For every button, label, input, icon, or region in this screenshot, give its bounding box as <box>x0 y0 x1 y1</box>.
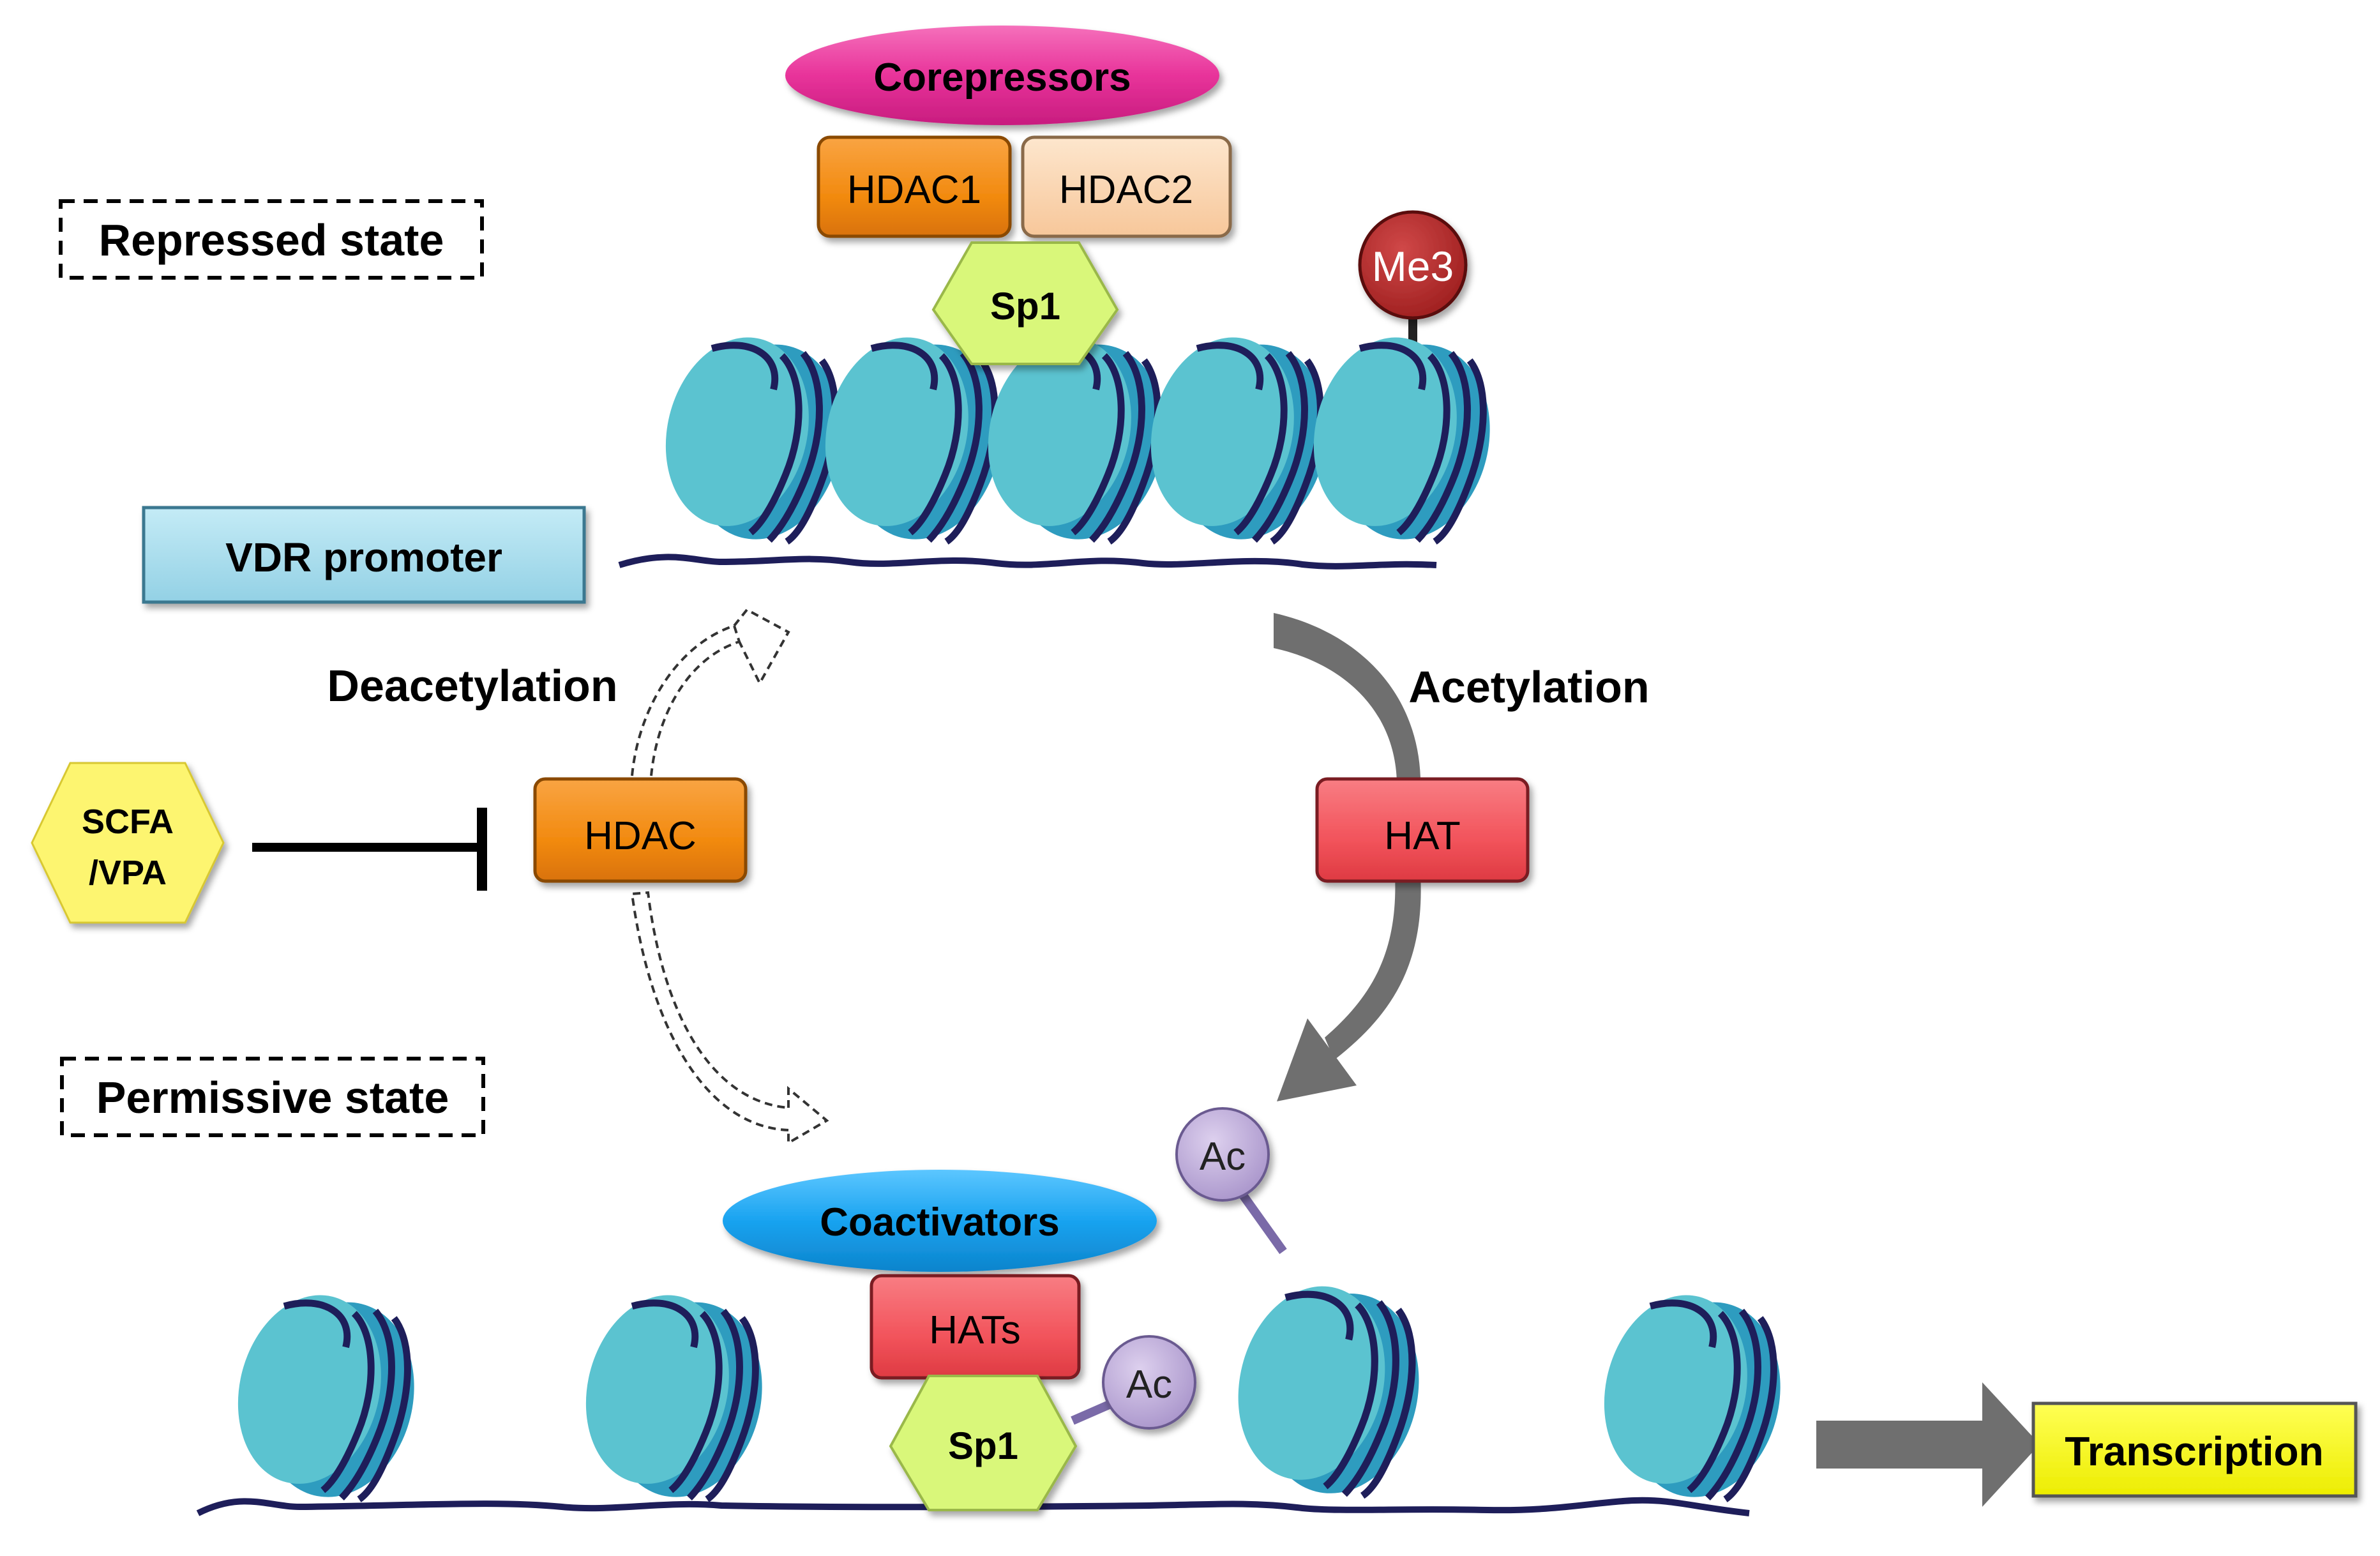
permissive-state-label: Permissive state <box>60 1057 485 1137</box>
svg-text:HDAC2: HDAC2 <box>1059 168 1193 212</box>
corepressors-complex: Corepressors <box>785 26 1219 125</box>
sp1-hexagon-permissive: Sp1 <box>889 1375 1078 1511</box>
svg-text:Repressed state: Repressed state <box>99 215 444 265</box>
transcription-box: Transcription <box>2031 1401 2358 1498</box>
svg-text:Me3: Me3 <box>1372 243 1454 290</box>
inhibition-line <box>252 808 487 891</box>
dna-strand-repressed <box>618 554 1437 570</box>
nucleosome-icon <box>1583 1280 1800 1513</box>
hat-box: HAT <box>1315 777 1530 883</box>
svg-text:Sp1: Sp1 <box>948 1424 1018 1467</box>
svg-text:VDR promoter: VDR promoter <box>225 534 502 580</box>
svg-text:Ac: Ac <box>1200 1135 1246 1179</box>
svg-text:Corepressors: Corepressors <box>873 56 1131 100</box>
nucleosome-icon <box>1217 1271 1439 1510</box>
svg-text:SCFA: SCFA <box>82 803 174 841</box>
deacetylation-label: Deacetylation <box>327 661 617 711</box>
scfa-vpa-inhibitor: SCFA /VPA <box>31 762 225 924</box>
acetylation-arrow <box>1274 613 1421 1101</box>
hdac2-box: HDAC2 <box>1021 135 1232 238</box>
svg-text:HAT: HAT <box>1384 814 1460 858</box>
svg-text:HDAC: HDAC <box>584 814 697 858</box>
vdr-promoter-box: VDR promoter <box>142 506 586 604</box>
repressed-state-label: Repressed state <box>59 199 484 280</box>
nucleosome-icon <box>217 1280 434 1513</box>
svg-text:HDAC1: HDAC1 <box>847 168 981 212</box>
svg-text:/VPA: /VPA <box>89 854 167 892</box>
coactivators-complex: Coactivators <box>723 1170 1157 1272</box>
sp1-hexagon-repressed: Sp1 <box>931 241 1119 365</box>
ac-sp1-mark: Ac <box>1102 1335 1196 1430</box>
me3-methylation-mark: Me3 <box>1358 210 1468 320</box>
svg-text:Coactivators: Coactivators <box>820 1200 1060 1244</box>
transcription-arrow <box>1816 1382 2040 1507</box>
nucleosome-icon <box>565 1280 782 1513</box>
svg-text:HATs: HATs <box>929 1308 1021 1352</box>
ac-acetylation-mark: Ac <box>1175 1107 1270 1202</box>
svg-text:Transcription: Transcription <box>2065 1428 2323 1474</box>
hdac-box: HDAC <box>533 777 748 883</box>
deacetylation-arrow <box>630 608 829 1145</box>
hats-box: HATs <box>870 1274 1081 1380</box>
nucleosome-icon <box>1293 322 1510 555</box>
svg-text:Permissive state: Permissive state <box>96 1073 449 1122</box>
dna-strand-permissive <box>196 1497 1750 1516</box>
hdac1-box: HDAC1 <box>817 135 1012 238</box>
acetylation-label: Acetylation <box>1408 662 1649 712</box>
svg-text:Ac: Ac <box>1126 1363 1172 1407</box>
svg-text:Sp1: Sp1 <box>990 285 1060 328</box>
